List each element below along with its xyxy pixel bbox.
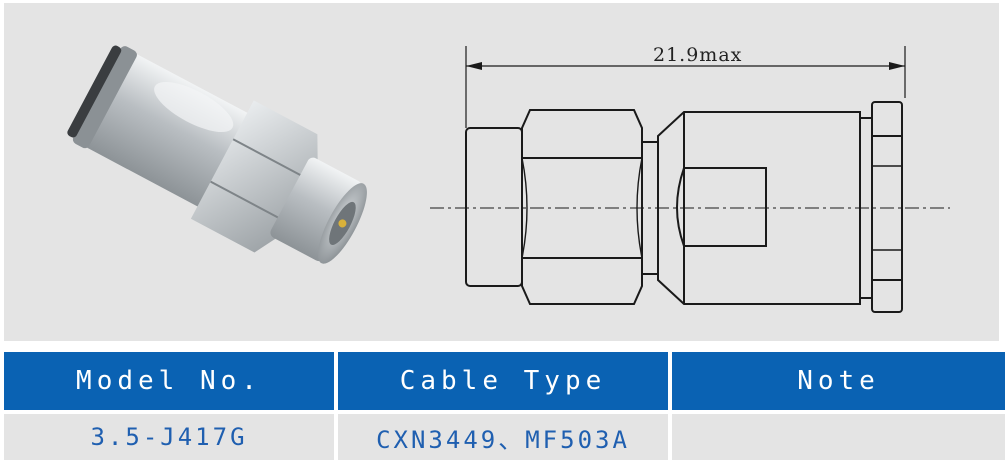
dimension-drawing xyxy=(430,46,950,313)
table-header-row: Model No. Cable Type Note xyxy=(4,352,1005,410)
table-row: 3.5-J417G CXN3449、MF503A xyxy=(4,414,1005,460)
spec-table: Model No. Cable Type Note 3.5-J417G CXN3… xyxy=(0,348,1005,464)
column-header-model: Model No. xyxy=(4,352,334,410)
cell-note xyxy=(672,414,1005,460)
cell-cable-type: CXN3449、MF503A xyxy=(338,414,668,460)
connector-photo xyxy=(67,45,367,264)
cell-model-no: 3.5-J417G xyxy=(4,414,334,460)
column-header-cable-type: Cable Type xyxy=(338,352,668,410)
dimension-label: 21.9max xyxy=(653,44,743,66)
column-header-note: Note xyxy=(672,352,1005,410)
